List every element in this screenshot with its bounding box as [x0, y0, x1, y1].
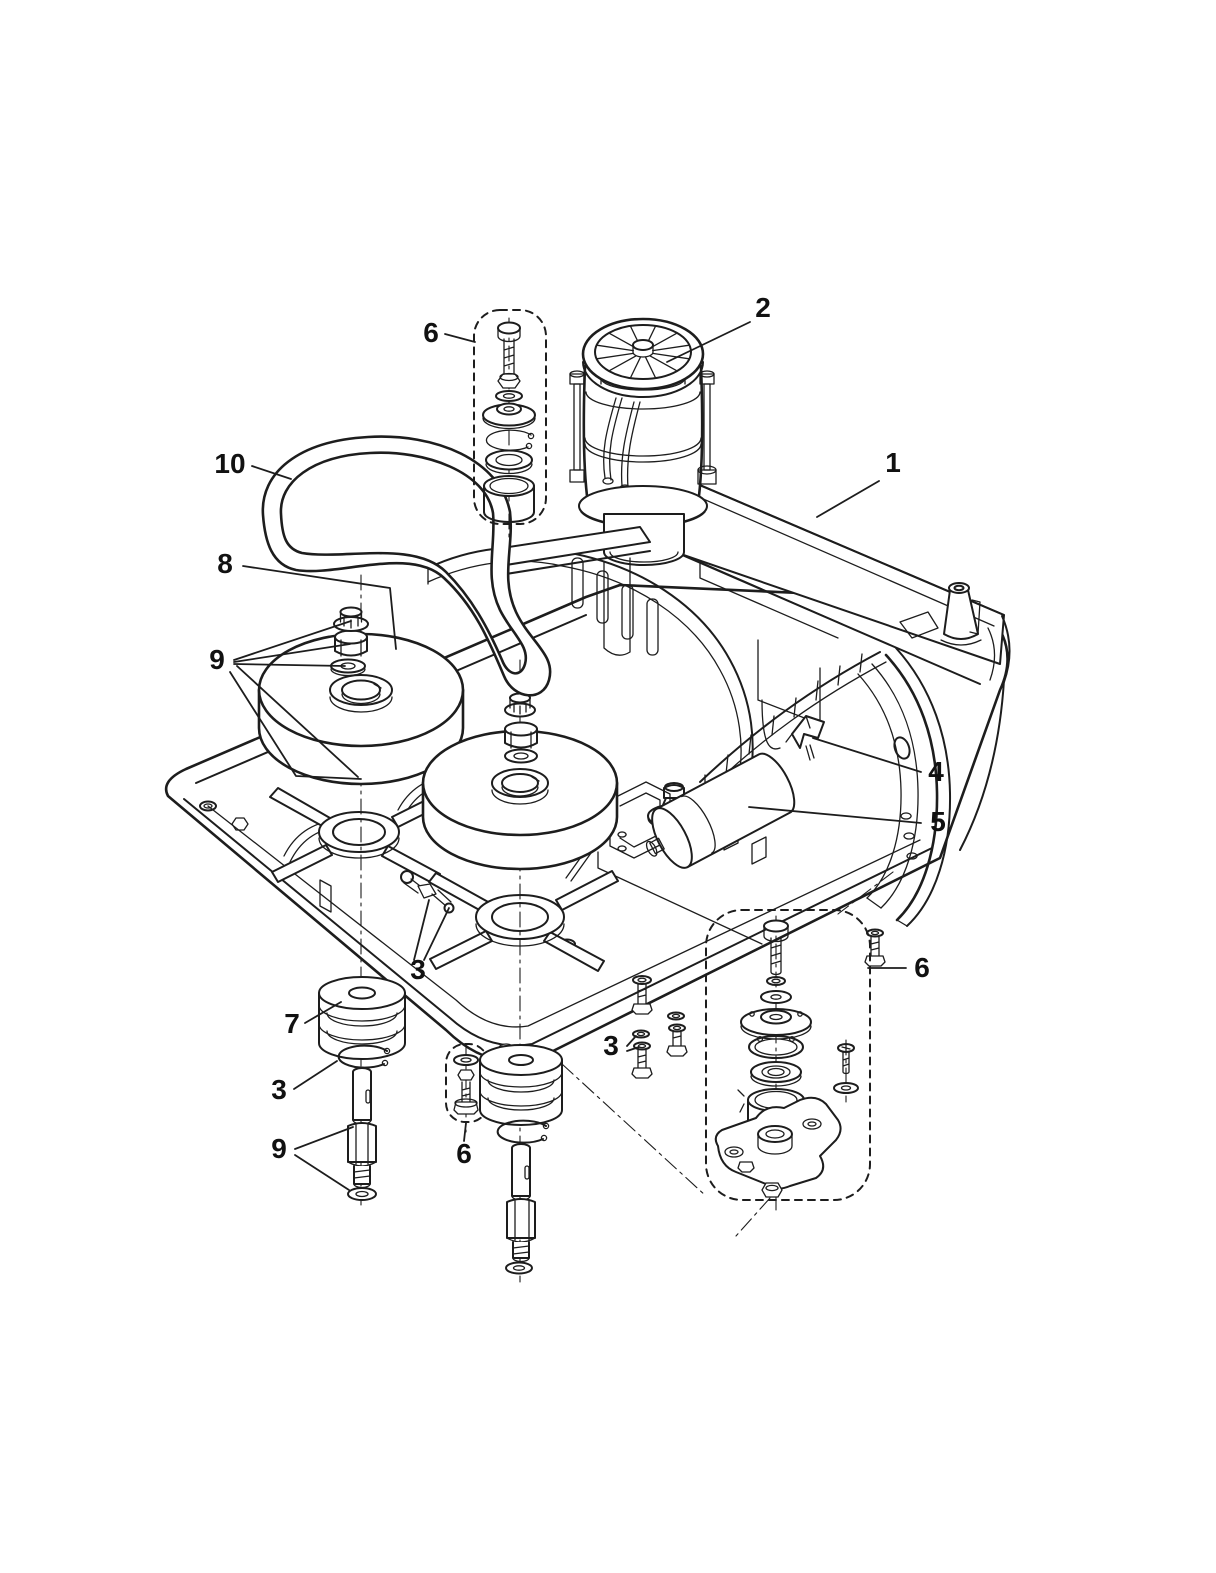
callout-deck: 1	[816, 447, 901, 518]
callout-hardware-kit-small: 6	[456, 1122, 472, 1169]
isolator-stack-center	[479, 1043, 563, 1126]
callout-label-9-upper: 9	[209, 644, 225, 675]
reference-line-bottom	[735, 1197, 771, 1237]
pulley-right	[421, 729, 619, 871]
reference-line-left	[561, 1063, 707, 1197]
callout-label-3-ring: 3	[271, 1074, 287, 1105]
callout-mounting-bolts: 3	[603, 1030, 640, 1061]
callout-label-9-lower: 9	[271, 1133, 287, 1164]
callout-shaft-hardware: 9	[271, 1126, 354, 1191]
terminal-clip	[785, 715, 825, 761]
callouts: 6 2 1 10 8 9 4	[209, 292, 946, 1191]
motor	[569, 317, 717, 566]
corner-knob	[940, 582, 982, 646]
pulley-right-fasteners	[504, 692, 538, 764]
callout-label-10: 10	[214, 448, 245, 479]
retaining-ring-left	[337, 1044, 391, 1069]
drive-belt	[261, 435, 552, 697]
pulley-left-fasteners	[330, 606, 369, 677]
callout-capacitor: 5	[748, 806, 946, 837]
callout-retaining-ring: 3	[271, 1060, 338, 1105]
brush-hub-left	[269, 787, 453, 885]
callout-label-6-small: 6	[456, 1138, 472, 1169]
callout-label-4: 4	[928, 756, 944, 787]
retaining-ring-center	[496, 1119, 550, 1144]
isolator-stack-left	[318, 976, 406, 1060]
callout-terminal-clip: 4	[812, 737, 944, 787]
callout-pulley-fasteners: 9	[209, 620, 362, 780]
callout-label-3-bolts: 3	[603, 1030, 619, 1061]
callout-isolator: 7	[284, 1001, 342, 1039]
reference-line-right	[837, 871, 894, 915]
callout-label-8: 8	[217, 548, 233, 579]
callout-motor: 2	[666, 292, 771, 363]
callout-label-6-lower: 6	[914, 952, 930, 983]
mounting-bolt-group	[631, 928, 886, 1079]
callout-label-7: 7	[284, 1008, 300, 1039]
callout-label-2: 2	[755, 292, 771, 323]
shaft-center	[505, 1143, 536, 1275]
callout-label-5: 5	[930, 806, 946, 837]
callout-belt: 10	[214, 448, 292, 480]
callout-hardware-kit-upper: 6	[423, 317, 476, 348]
hardware-kit-upper	[473, 309, 547, 541]
hardware-kit-lower	[705, 909, 871, 1211]
callout-pulley: 8	[217, 548, 397, 650]
callout-label-6-upper: 6	[423, 317, 439, 348]
callout-label-3-fitting: 3	[410, 954, 426, 985]
callout-label-1: 1	[885, 447, 901, 478]
shaft-left	[347, 1067, 377, 1201]
corner-hole	[893, 736, 911, 760]
callout-hardware-kit-lower: 6	[867, 952, 930, 983]
hardware-kit-small	[445, 1043, 489, 1133]
callout-grease-fitting: 3	[410, 899, 450, 985]
